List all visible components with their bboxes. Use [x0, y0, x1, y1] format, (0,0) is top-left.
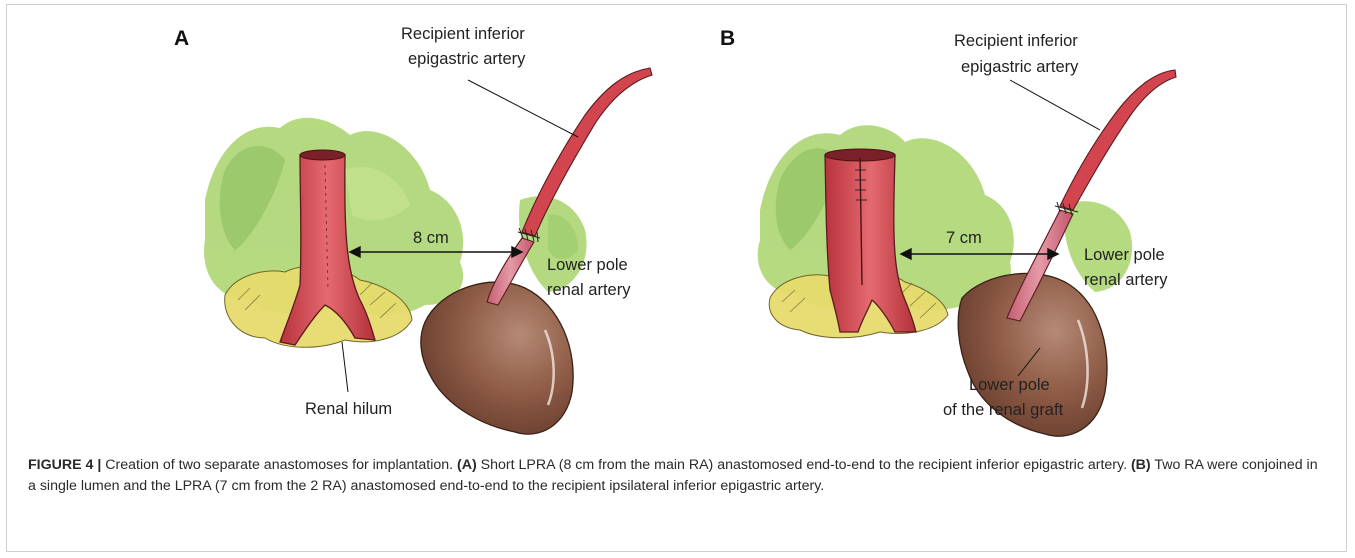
panel-a-hilum-label: Renal hilum — [305, 400, 392, 418]
caption-intro: Creation of two separate anastomoses for… — [101, 457, 457, 473]
panel-a-letter: A — [174, 27, 189, 50]
caption-a-marker: (A) — [457, 457, 477, 473]
panel-b-epigastric-artery — [1060, 70, 1176, 210]
figure-illustration: A — [0, 0, 1355, 450]
panel-a-artery-label-line2: epigastric artery — [408, 50, 526, 68]
panel-b-artery-label-line2: epigastric artery — [961, 58, 1079, 76]
panel-b-lower-pole-label-line2: renal artery — [1084, 271, 1168, 289]
caption-b-marker: (B) — [1131, 457, 1151, 473]
panel-b-distance-label: 7 cm — [946, 229, 982, 247]
panel-a: A — [174, 25, 652, 434]
panel-a-artery-lumen — [300, 150, 345, 160]
panel-b-artery-leader-line — [1010, 80, 1100, 130]
panel-b: B — [720, 27, 1176, 436]
panel-b-lower-pole-label-line1: Lower pole — [1084, 246, 1165, 264]
panel-a-distance-label: 8 cm — [413, 229, 449, 247]
panel-a-lower-pole-label-line1: Lower pole — [547, 256, 628, 274]
figure-caption: FIGURE 4 | Creation of two separate anas… — [28, 455, 1323, 497]
panel-a-lower-pole-label-line2: renal artery — [547, 281, 631, 299]
panel-b-letter: B — [720, 27, 735, 50]
caption-a-text: Short LPRA (8 cm from the main RA) anast… — [477, 457, 1131, 473]
panel-a-artery-label-line1: Recipient inferior — [401, 25, 525, 43]
figure-label: FIGURE 4 | — [28, 457, 101, 473]
panel-b-artery-label-line1: Recipient inferior — [954, 32, 1078, 50]
panel-a-hilum-leader-line — [342, 342, 348, 392]
panel-a-epigastric-artery — [522, 68, 652, 236]
panel-b-graft-label-line2: of the renal graft — [943, 401, 1064, 419]
panel-b-graft-label-line1: Lower pole — [969, 376, 1050, 394]
panel-a-artery-leader-line — [468, 80, 578, 137]
